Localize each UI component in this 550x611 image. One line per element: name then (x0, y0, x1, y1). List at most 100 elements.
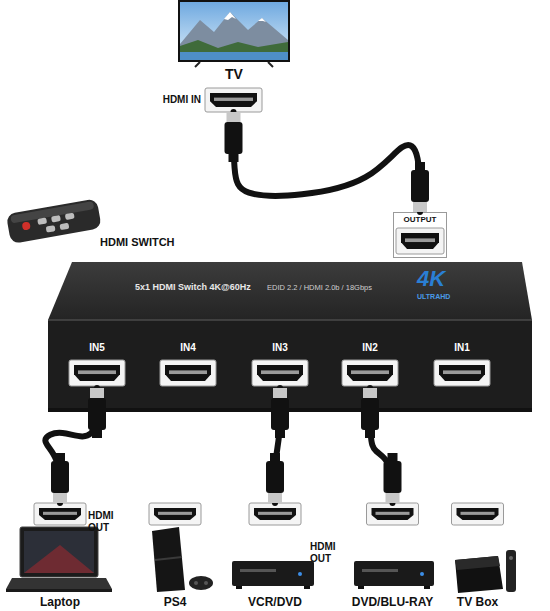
source-device: VCR/DVD (230, 503, 320, 611)
tv-box-illustration (455, 556, 500, 570)
input-port: IN4 (153, 342, 223, 388)
port-frame (205, 88, 262, 112)
laptop-illustration (20, 527, 98, 577)
source-device-outline (34, 503, 86, 525)
tv-box-illustration (506, 550, 516, 592)
hdmi-plug (384, 461, 402, 493)
hdmi-port-outline (205, 88, 262, 112)
hdmi-plug (270, 453, 280, 461)
tv-screen: TV (178, 0, 290, 84)
port-indicator-dot (462, 395, 463, 404)
tv-screen-outline (180, 12, 288, 50)
source-device: DVD/BLU-RAY (345, 503, 440, 611)
port-socket (372, 508, 414, 520)
input-port-outline (62, 342, 132, 388)
port-frame (34, 503, 86, 525)
bluray-illustration (358, 586, 364, 589)
output-port-outline (394, 213, 447, 258)
device-print: ULTRAHD (417, 293, 450, 301)
hdmi-plug (386, 493, 400, 503)
hdmi-port: HDMI IN (205, 88, 262, 112)
tv-screen-outline (178, 0, 290, 67)
port-frame (249, 503, 301, 525)
ps4-illustration (152, 527, 185, 592)
input-port-outline (153, 342, 223, 388)
port-contacts (405, 238, 435, 242)
device-print: EDID 2.2 / HDMI 2.0b / 18Gbps (267, 284, 372, 293)
node-label: DVD/BLU-RAY (325, 596, 460, 610)
hdmi-plug (271, 388, 289, 438)
hdmi-switch-outline (45, 262, 535, 414)
port-contacts (78, 370, 116, 374)
node-label: TV (178, 66, 290, 82)
port-frame (452, 503, 504, 525)
input-port-outline (160, 360, 216, 386)
hdmi-plug (90, 388, 104, 398)
remote-control (22, 221, 31, 230)
port-frame (149, 503, 201, 525)
hdmi-plug (413, 202, 427, 212)
bluray-illustration (354, 561, 434, 589)
hdmi-plug (275, 430, 285, 438)
hdmi-plug (271, 398, 289, 430)
tv-screen-outline (178, 0, 290, 62)
remote-control (6, 198, 102, 244)
vcr-dvd-illustration (232, 561, 314, 589)
input-port-outline (427, 342, 497, 388)
hdmi-plug (361, 388, 379, 438)
hdmi-plug (361, 398, 379, 430)
node-label: TV Box (420, 596, 535, 610)
hdmi-plug (266, 453, 284, 503)
vcr-dvd-illustration (240, 569, 276, 572)
hdmi-plug (273, 388, 287, 398)
hdmi-plug (384, 453, 402, 503)
node-label: IN2 (335, 342, 405, 354)
laptop-illustration (6, 527, 112, 592)
hdmi-switch-outline (48, 262, 532, 412)
tv-screen-outline (180, 40, 288, 52)
source-device: PS4 (135, 503, 215, 611)
port-indicator-dot (185, 389, 191, 395)
source-device-outline (135, 503, 215, 611)
tv-screen-outline (180, 52, 288, 60)
bluray-illustration (420, 572, 424, 576)
port-socket (254, 508, 296, 520)
device-print: 4K (417, 266, 445, 291)
ps4-illustration (194, 581, 198, 585)
output-port-outline (393, 212, 447, 258)
source-device-outline (230, 503, 320, 611)
port-contacts (214, 98, 253, 101)
port-frame (252, 360, 308, 386)
device-print: 5x1 HDMI Switch 4K@60Hz (135, 282, 251, 292)
port-frame (69, 360, 125, 386)
node-label: OUTPUT (393, 215, 447, 224)
output-port: OUTPUT (393, 212, 447, 258)
node-label: IN5 (62, 342, 132, 354)
tv-screen-outline (258, 18, 266, 22)
node-label: IN4 (153, 342, 223, 354)
node-label: PS4 (115, 596, 235, 610)
port-contacts (443, 370, 481, 374)
vcr-dvd-illustration (236, 586, 242, 589)
remote-control (51, 215, 61, 222)
hdmi-switch-outline (48, 320, 532, 412)
source-device-outline (452, 503, 504, 525)
port-contacts (158, 512, 192, 515)
port-socket (457, 508, 499, 520)
input-port-outline (69, 360, 125, 386)
remote-control (65, 213, 75, 220)
vcr-dvd-illustration (304, 586, 310, 589)
bluray-illustration (424, 586, 430, 589)
ps4-illustration (152, 527, 213, 592)
laptop-illustration (6, 578, 112, 589)
ps4-illustration (204, 581, 208, 585)
port-contacts (169, 370, 207, 374)
source-device-outline (367, 503, 419, 525)
remote-control (10, 201, 94, 223)
port-contacts (261, 370, 299, 374)
ps4-illustration (189, 576, 213, 590)
hdmi-plug (411, 162, 429, 212)
